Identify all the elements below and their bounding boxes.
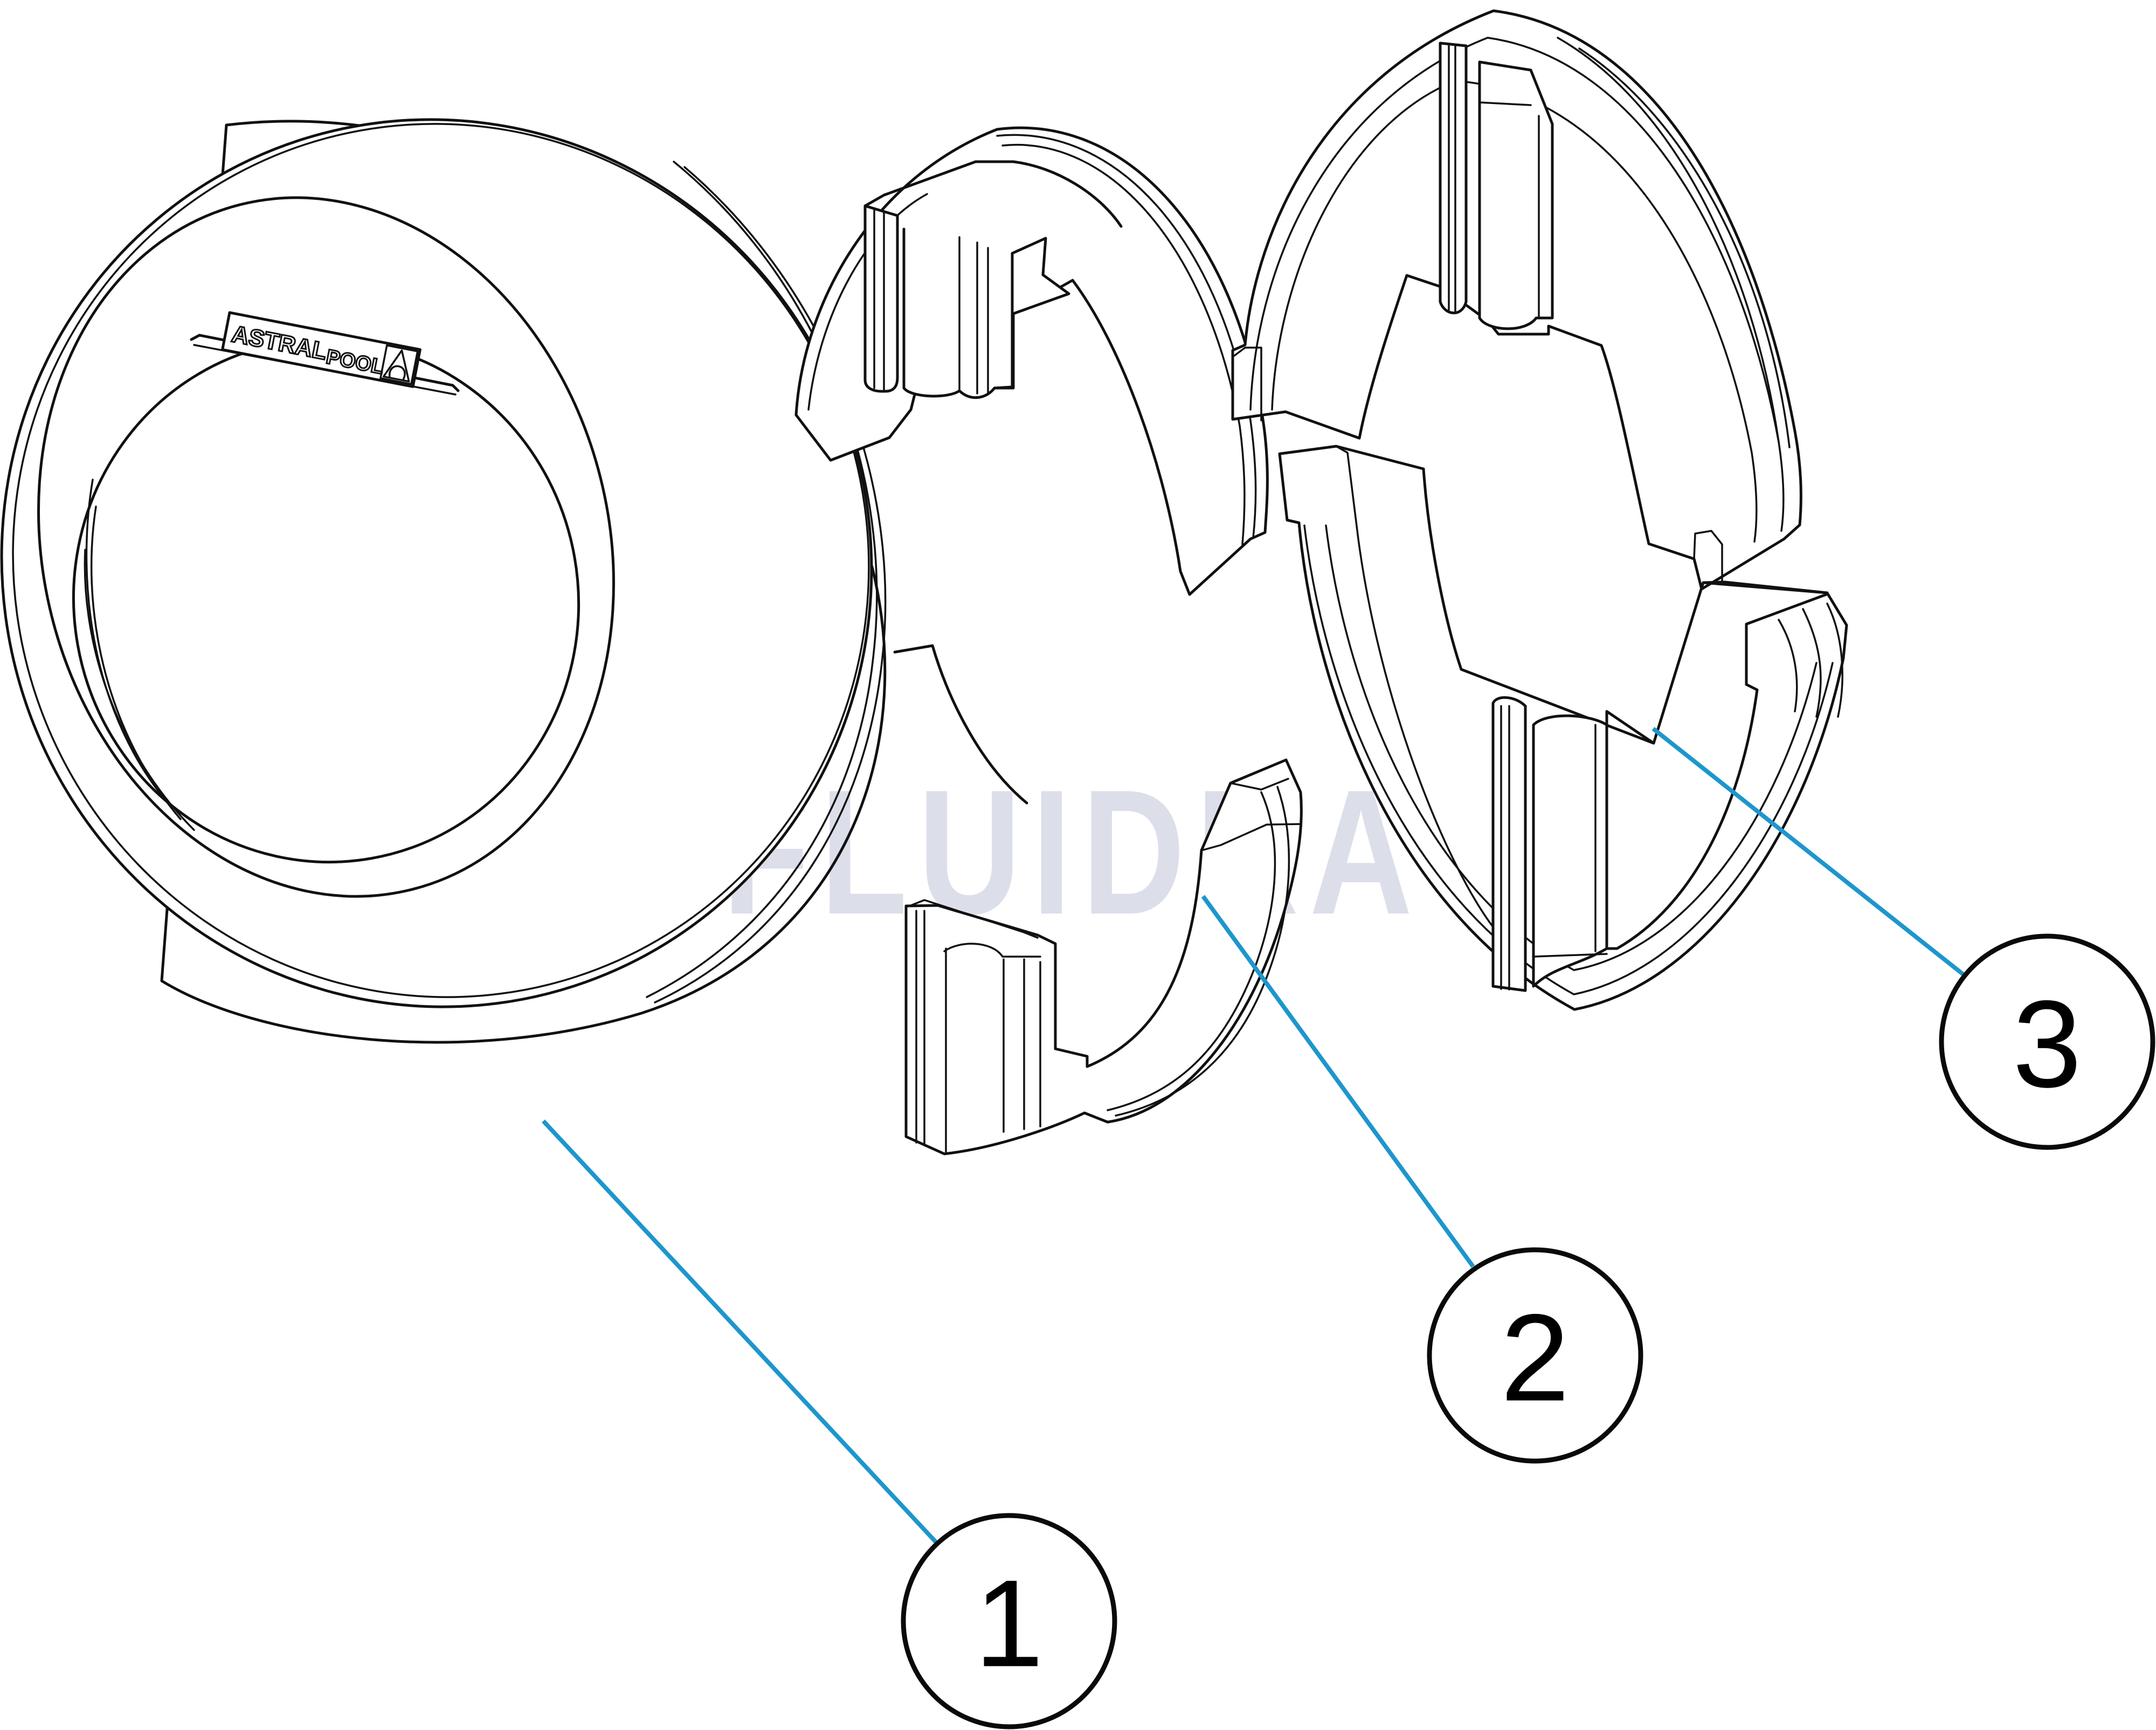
callout-2[interactable]: 2 [1427, 1247, 1643, 1464]
leader-line-3 [1651, 726, 1966, 978]
callout-1-number: 1 [975, 1554, 1044, 1693]
ring-outer-face [0, 118, 873, 1008]
leader-line-2 [1201, 895, 1475, 1268]
callout-3[interactable]: 3 [1939, 933, 2155, 1150]
part-3-clip-lower [1278, 445, 1848, 1011]
callout-2-number: 2 [1501, 1289, 1570, 1427]
callout-1[interactable]: 1 [901, 1513, 1117, 1729]
part-1-trim-ring: ASTRAL POOL [0, 118, 1028, 1044]
leader-line-1 [542, 1119, 938, 1544]
part-3-clip-upper [1231, 9, 1802, 591]
triangle-omega-icon [382, 349, 410, 383]
watermark-text: FLUIDRA [722, 752, 1423, 951]
ring-inner-band [37, 196, 615, 898]
callout-3-number: 3 [2013, 975, 2082, 1113]
part-2-clip-lower [904, 758, 1303, 1155]
